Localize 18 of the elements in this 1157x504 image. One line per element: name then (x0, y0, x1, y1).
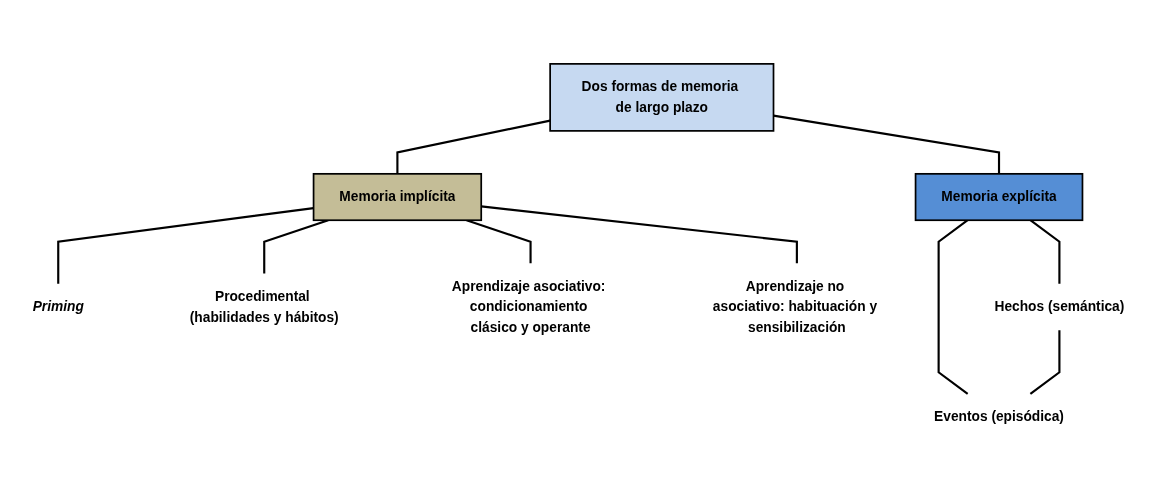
node-text: Eventos (episódica) (934, 409, 1064, 424)
node-text: Aprendizaje asociativo: condicionamiento clásico y operante (451, 278, 606, 335)
node-text: Aprendizaje no asociativo: habituación y sensibilización (712, 278, 878, 335)
connector (1029, 219, 1061, 284)
connector (937, 219, 969, 395)
node-text: Procedimental (habilidades y hábitos) (189, 288, 339, 325)
connector (263, 219, 329, 274)
node-box: Dos formas de memoria de largo plazo (549, 63, 775, 132)
connector (481, 205, 798, 264)
connector (773, 114, 1001, 174)
connector (396, 119, 551, 174)
node-text: Hechos (semántica) (994, 299, 1125, 314)
node-box: Memoria implícita (312, 172, 483, 222)
node-text: Priming (32, 299, 84, 314)
connector (1029, 330, 1061, 395)
node-box: Memoria explícita (914, 172, 1084, 222)
connector (57, 207, 314, 284)
connector (466, 219, 532, 264)
